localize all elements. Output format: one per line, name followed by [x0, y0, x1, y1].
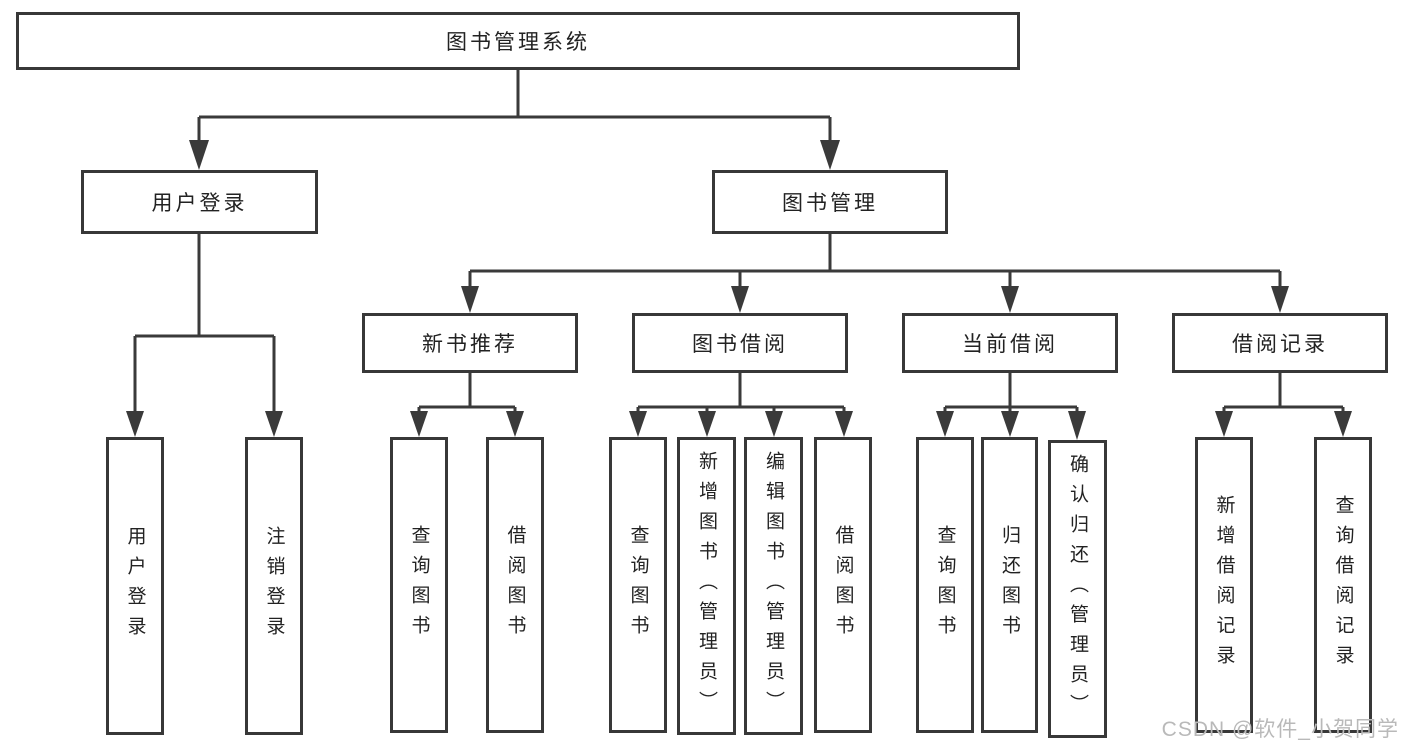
connector-bookborrow-to-leaves	[636, 373, 846, 414]
leaf-query-borrow-record: 查询借阅记录	[1314, 437, 1372, 733]
arrow-down-icon	[835, 411, 853, 437]
leaf-logout: 注销登录	[245, 437, 303, 735]
arrow-down-icon	[936, 411, 954, 437]
node-root: 图书管理系统	[16, 12, 1020, 70]
node-current-borrow: 当前借阅	[902, 313, 1118, 373]
leaf-borrow-book: 借阅图书	[814, 437, 872, 733]
arrowhead-icons	[126, 140, 1352, 440]
connector-userlogin-to-leaves	[133, 234, 276, 414]
leaf-return-book: 归还图书	[981, 437, 1038, 733]
arrow-down-icon	[506, 411, 524, 437]
leaf-edit-book-admin: 编辑图书（管理员）	[744, 437, 803, 735]
connector-root-to-level2	[197, 70, 832, 143]
leaf-query-book-borrow: 查询图书	[609, 437, 667, 733]
node-book-borrow: 图书借阅	[632, 313, 848, 373]
leaf-confirm-return-admin: 确认归还（管理员）	[1048, 440, 1107, 738]
connector-borrowrecord-to-leaves	[1222, 373, 1345, 414]
arrow-down-icon	[189, 140, 209, 170]
arrow-down-icon	[765, 411, 783, 437]
node-borrow-record: 借阅记录	[1172, 313, 1388, 373]
arrow-down-icon	[265, 411, 283, 437]
arrow-down-icon	[1068, 411, 1086, 440]
arrow-down-icon	[1001, 411, 1019, 437]
arrow-down-icon	[1215, 411, 1233, 437]
connector-newbookrec-to-leaves	[417, 373, 517, 414]
leaf-query-book-current: 查询图书	[916, 437, 974, 733]
arrow-down-icon	[126, 411, 144, 437]
csdn-watermark: CSDN @软件_小贺同学	[1161, 718, 1399, 741]
node-book-mgmt: 图书管理	[712, 170, 948, 234]
node-user-login: 用户登录	[81, 170, 318, 234]
arrow-down-icon	[731, 286, 749, 313]
leaf-add-borrow-record: 新增借阅记录	[1195, 437, 1253, 733]
connector-bookmgmt-to-level3	[468, 234, 1282, 288]
arrow-down-icon	[629, 411, 647, 437]
arrow-down-icon	[820, 140, 840, 170]
arrow-down-icon	[698, 411, 716, 437]
connector-currentborrow-to-leaves	[943, 373, 1079, 414]
leaf-query-book-recommend: 查询图书	[390, 437, 448, 733]
arrow-down-icon	[1334, 411, 1352, 437]
leaf-add-book-admin: 新增图书（管理员）	[677, 437, 736, 735]
leaf-borrow-book-recommend: 借阅图书	[486, 437, 544, 733]
arrow-down-icon	[410, 411, 428, 437]
arrow-down-icon	[461, 286, 479, 313]
node-new-book-rec: 新书推荐	[362, 313, 578, 373]
leaf-user-login: 用户登录	[106, 437, 164, 735]
arrow-down-icon	[1271, 286, 1289, 313]
arrow-down-icon	[1001, 286, 1019, 313]
